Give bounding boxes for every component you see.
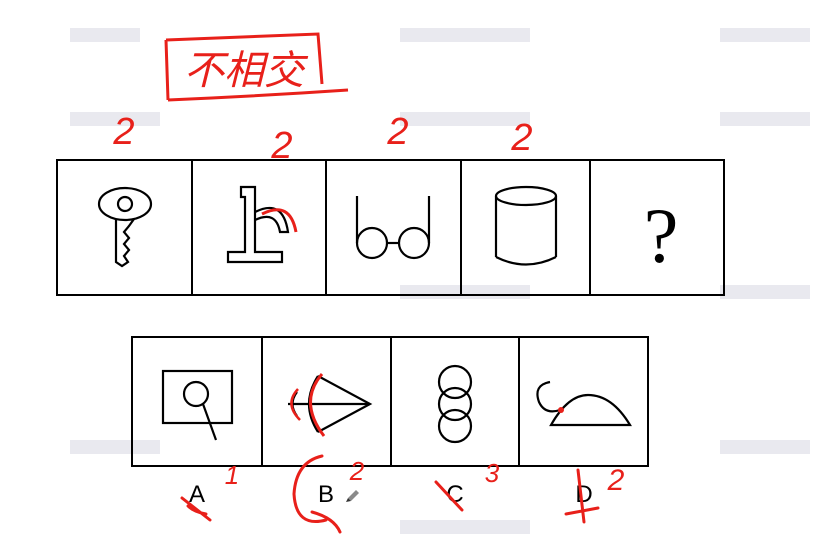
- count-option-d: 2: [607, 464, 625, 497]
- count-option-b: 2: [349, 456, 365, 486]
- cylinder-icon: [494, 185, 558, 266]
- option-label-c[interactable]: C: [446, 481, 463, 508]
- annotation-arc: [261, 208, 298, 233]
- strike-marks: [180, 454, 600, 534]
- glasses-icon: [355, 196, 431, 260]
- question-row: [56, 159, 725, 296]
- count-top-3: 2: [386, 111, 408, 153]
- count-option-c: 3: [485, 458, 500, 488]
- strike-a: [180, 496, 212, 522]
- magnifier-in-frame-icon[interactable]: [161, 369, 234, 441]
- count-top-1: 2: [112, 111, 134, 153]
- option-labels: A B C D: [189, 481, 593, 508]
- count-top-4: 2: [510, 117, 532, 159]
- option-label-d[interactable]: D: [575, 481, 592, 508]
- annotation-title: 不相交: [184, 48, 309, 94]
- question-mark: ?: [644, 192, 679, 279]
- kite-arcs-icon[interactable]: [288, 375, 373, 433]
- question-row-frame: [56, 159, 725, 296]
- strike-c: [434, 480, 464, 512]
- annotation-dot: [558, 407, 564, 413]
- strike-d: [564, 468, 600, 524]
- pipe-icon: [226, 185, 290, 264]
- pencil-cursor-icon: [346, 490, 359, 502]
- option-label-b[interactable]: B: [318, 481, 334, 508]
- count-option-a: 1: [225, 460, 239, 490]
- annotation-arc: [309, 373, 326, 437]
- annotation-arc: [290, 388, 301, 421]
- title-box: [164, 32, 349, 102]
- mouse-shape-icon[interactable]: [536, 380, 632, 427]
- option-label-a[interactable]: A: [189, 481, 205, 508]
- circle-b: [292, 454, 342, 534]
- handwritten-annotations: 不相交 2 2 2 2 1 2 3 2: [112, 32, 625, 497]
- watermark: [70, 28, 810, 534]
- three-circles-icon[interactable]: [437, 364, 473, 444]
- count-top-2: 2: [270, 125, 292, 167]
- key-icon: [97, 186, 153, 268]
- options-row: [131, 336, 649, 467]
